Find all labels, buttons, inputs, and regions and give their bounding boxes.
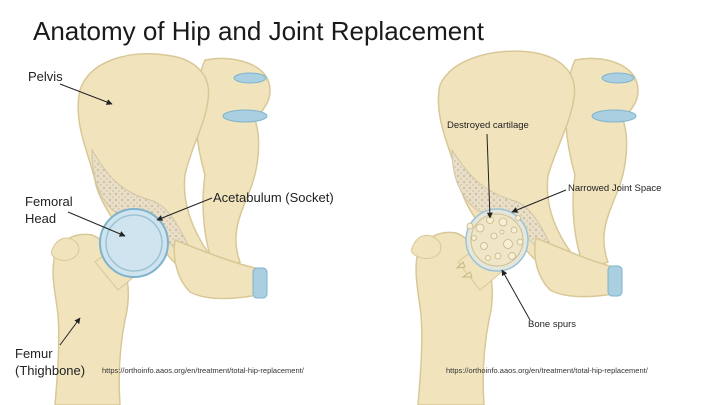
right-source-url: https://orthoinfo.aaos.org/en/treatment/… bbox=[446, 366, 648, 375]
arrow-destroyed-cartilage bbox=[486, 133, 493, 219]
arrow-femur bbox=[59, 317, 81, 346]
left-pubis bbox=[173, 238, 259, 300]
right-labels: Destroyed cartilage Narrowed Joint Space… bbox=[447, 120, 661, 330]
left-femoral-head bbox=[105, 214, 163, 272]
left-sacrum bbox=[194, 57, 271, 271]
slide-title: Anatomy of Hip and Joint Replacement bbox=[33, 16, 484, 46]
left-labels: Pelvis Femoral Head Acetabulum (Socket) … bbox=[15, 69, 334, 378]
label-acetabulum: Acetabulum (Socket) bbox=[213, 190, 334, 205]
arrow-acetabulum bbox=[156, 197, 213, 221]
label-narrowed-joint-space: Narrowed Joint Space bbox=[568, 183, 661, 194]
arrow-narrowed-joint-space bbox=[511, 189, 567, 213]
left-pubic-symphysis bbox=[252, 267, 268, 299]
label-pelvis: Pelvis bbox=[28, 69, 63, 84]
right-trochanter bbox=[411, 234, 442, 259]
right-sacrum bbox=[564, 57, 639, 271]
label-destroyed-cartilage: Destroyed cartilage bbox=[447, 120, 529, 131]
bone-spurs bbox=[455, 261, 473, 278]
label-femur-line2: (Thighbone) bbox=[15, 363, 85, 378]
left-trochanter bbox=[51, 237, 80, 261]
label-femoral-head-line1: Femoral bbox=[25, 194, 73, 209]
right-pubis bbox=[534, 236, 614, 298]
arrow-pelvis bbox=[59, 83, 113, 105]
arrow-femoral-head bbox=[67, 211, 126, 237]
label-femur-line1: Femur bbox=[15, 346, 53, 361]
label-femoral-head-line2: Head bbox=[25, 211, 56, 226]
arrow-bone-spurs bbox=[501, 269, 531, 321]
arthritic-hip-illustration bbox=[411, 50, 639, 405]
healthy-hip-illustration bbox=[51, 53, 271, 405]
right-pubic-symphysis bbox=[607, 265, 623, 297]
label-bone-spurs: Bone spurs bbox=[528, 319, 576, 330]
left-source-url: https://orthoinfo.aaos.org/en/treatment/… bbox=[102, 366, 304, 375]
